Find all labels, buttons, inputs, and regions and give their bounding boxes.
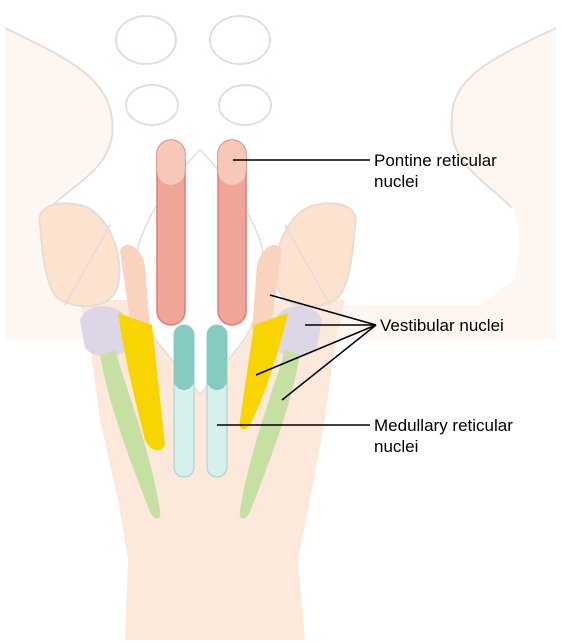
inferior-colliculus-left	[126, 85, 178, 125]
label-medullary-line2: nuclei	[374, 436, 513, 457]
label-pontine-line2: nuclei	[374, 171, 497, 192]
pontine-top-left-pale	[157, 140, 185, 185]
label-medullary-reticular-nuclei: Medullary reticular nuclei	[374, 415, 513, 457]
label-medullary-line1: Medullary reticular	[374, 415, 513, 436]
medullary-reticular-nucleus-right-upper	[207, 325, 227, 390]
label-pontine-reticular-nuclei: Pontine reticular nuclei	[374, 150, 497, 192]
superior-colliculus-left	[116, 16, 176, 64]
label-vestibular-nuclei: Vestibular nuclei	[380, 315, 504, 336]
cerebellar-peduncle-right	[276, 203, 356, 306]
cerebellar-peduncle-left	[39, 203, 119, 306]
label-vestibular-line1: Vestibular nuclei	[380, 315, 504, 336]
inferior-colliculus-right	[219, 85, 271, 125]
medullary-reticular-nucleus-left-upper	[174, 325, 194, 390]
label-pontine-line1: Pontine reticular	[374, 150, 497, 171]
pontine-top-right-pale	[218, 140, 246, 185]
superior-colliculus-right	[210, 16, 270, 64]
